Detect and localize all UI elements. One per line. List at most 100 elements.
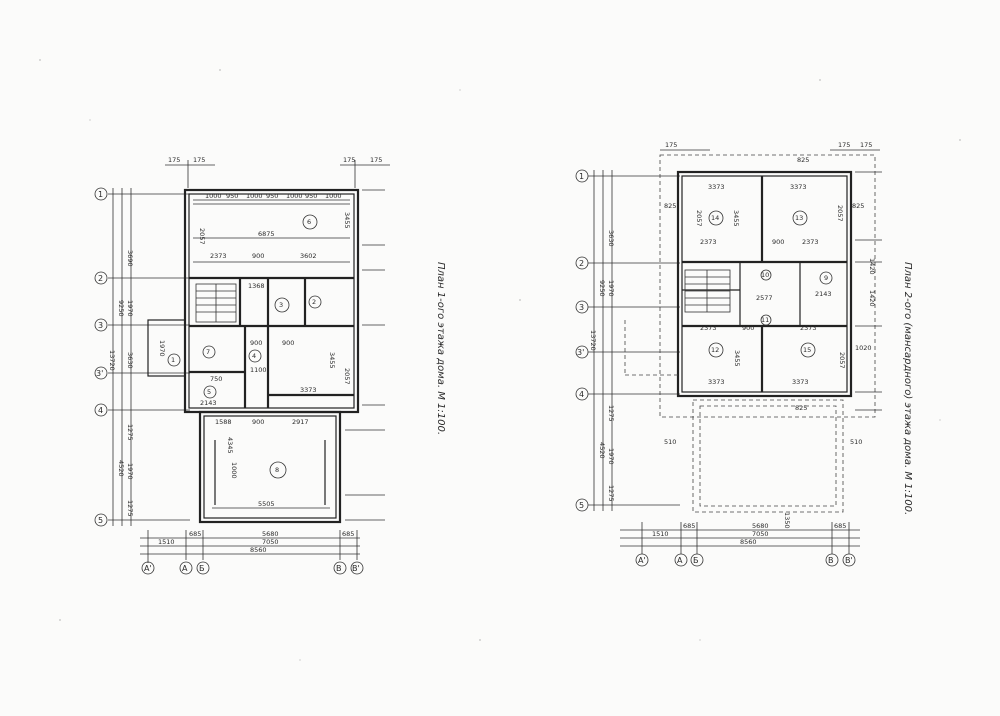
axis-label: 4 [579, 390, 584, 399]
axis-label: 4 [98, 406, 103, 415]
dim-text: 2143 [815, 290, 832, 298]
plan2-title: План 2-ого (мансардного) этажа дома. М 1… [902, 262, 913, 515]
dim-text: 3373 [792, 378, 809, 386]
dim-text: 825 [797, 156, 809, 164]
room-label: 6 [307, 218, 311, 226]
dim-text: 510 [850, 438, 862, 446]
dim-text: 685 [834, 522, 846, 530]
dim-text: 1275 [126, 424, 134, 441]
dim-text: 1420 [868, 258, 876, 275]
scan-noise [39, 59, 961, 661]
dim-text: 1510 [158, 538, 175, 546]
dim-text: 685 [683, 522, 695, 530]
dim-text: 825 [852, 202, 864, 210]
plan2-bottom-dims: 1510 685 5680 685 7050 8560 [620, 522, 860, 554]
dim-text: 1970 [607, 448, 615, 465]
dim-text: 950 [266, 192, 278, 200]
dim-text: 8560 [740, 538, 757, 546]
dim-text: 4520 [598, 442, 606, 459]
plan1-walls [147, 188, 360, 524]
dim-text: 175 [168, 156, 180, 164]
dim-text: 3630 [607, 230, 615, 247]
dim-text: 175 [838, 141, 850, 149]
dim-text: 825 [795, 404, 807, 412]
dim-text: 13720 [589, 330, 597, 351]
dim-text: 7050 [262, 538, 279, 546]
plan2-right-ticks [855, 171, 882, 411]
dim-text: 1100 [250, 366, 267, 374]
dim-text: 950 [305, 192, 317, 200]
dim-text: 2057 [198, 228, 206, 245]
plan2-room-labels: 14 13 10 9 11 12 15 [708, 210, 833, 358]
dim-text: 2373 [800, 324, 817, 332]
dim-text: 1588 [215, 418, 232, 426]
room-label: 9 [824, 274, 828, 282]
axis-label: 1 [579, 172, 584, 181]
plan2-col-bubbles: А' А Б В В' [635, 553, 856, 567]
dim-text: 900 [742, 324, 754, 332]
plan1-col-bubbles: А' А Б В В' [141, 560, 364, 575]
axis-label: Б [199, 564, 205, 573]
dim-text: 3630 [126, 352, 134, 369]
dim-text: 3455 [732, 210, 740, 227]
dim-text: 2143 [200, 399, 217, 407]
dim-text: 7050 [752, 530, 769, 538]
dim-text: 2057 [836, 205, 844, 222]
room-label: 2 [312, 298, 316, 306]
dim-text: 1420 [868, 290, 876, 307]
dim-text: 2373 [802, 238, 819, 246]
dim-text: 750 [210, 375, 222, 383]
axis-label: 3 [98, 321, 103, 330]
room-label: 5 [207, 388, 211, 396]
dim-text: 13720 [108, 350, 116, 371]
dim-text: 1350 [783, 512, 791, 529]
axis-label: В [828, 556, 834, 565]
dim-text: 900 [282, 339, 294, 347]
axis-label: 3 [579, 303, 584, 312]
axis-label: А' [638, 556, 646, 565]
axis-label: А' [144, 564, 152, 573]
room-label: 8 [275, 466, 279, 474]
axis-label: 5 [579, 501, 584, 510]
plan2-stair [684, 269, 731, 313]
dim-text: 1000 [246, 192, 263, 200]
dim-text: 950 [226, 192, 238, 200]
plan2-left-dim-lines [593, 170, 613, 511]
plan1-row-bubbles: 1 2 3 3' 4 5 [94, 187, 108, 527]
room-label: 1 [171, 356, 175, 364]
axis-label: В [336, 564, 342, 573]
room-label: 7 [206, 348, 210, 356]
plan-1: 1 2 3 3' 4 5 3690 9250 13720 1970 3630 1… [94, 156, 446, 575]
axis-label: В' [845, 556, 853, 565]
dim-text: 2577 [756, 294, 773, 302]
dim-text: 2373 [700, 324, 717, 332]
plan1-room-labels: 6 3 2 1 7 4 5 8 [167, 214, 322, 479]
dim-text: 2057 [343, 368, 351, 385]
dim-text: 2057 [838, 352, 846, 369]
dim-text: 1970 [126, 300, 134, 317]
dim-text: 9250 [117, 300, 125, 317]
dim-text: 4520 [117, 460, 125, 477]
dim-text: 5680 [752, 522, 769, 530]
axis-label: А [677, 556, 683, 565]
axis-label: Б [693, 556, 699, 565]
dim-text: 1510 [652, 530, 669, 538]
dim-text: 5505 [258, 500, 275, 508]
axis-label: 5 [98, 516, 103, 525]
room-label: 14 [711, 214, 719, 222]
dim-text: 2917 [292, 418, 309, 426]
dim-text: 9250 [598, 280, 606, 297]
dim-text: 1020 [855, 344, 872, 352]
dim-text: 1970 [158, 340, 166, 357]
dim-text: 685 [189, 530, 201, 538]
dim-text: 8560 [250, 546, 267, 554]
room-label: 13 [795, 214, 803, 222]
dim-text: 825 [664, 202, 676, 210]
room-label: 10 [761, 271, 769, 279]
dim-text: 1000 [230, 462, 238, 479]
dim-text: 3455 [733, 350, 741, 367]
room-label: 15 [803, 346, 811, 354]
dim-text: 900 [250, 339, 262, 347]
